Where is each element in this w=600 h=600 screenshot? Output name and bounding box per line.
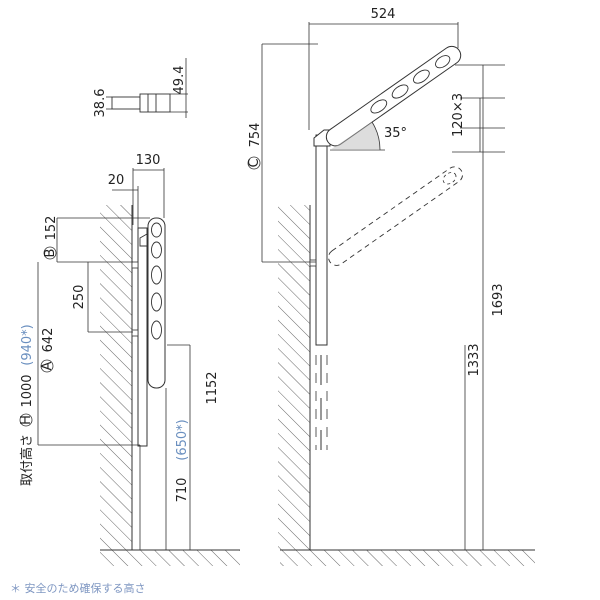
dim-height-710-safe: (650*) bbox=[175, 419, 190, 460]
right-floor bbox=[280, 549, 535, 566]
dim-angle: 35° bbox=[384, 126, 407, 141]
angle-indicator bbox=[330, 121, 385, 151]
dim-pitch: 120×3 bbox=[451, 93, 466, 137]
right-dimension-lines bbox=[261, 22, 505, 550]
dim-h-safe: (940*) bbox=[20, 324, 35, 365]
footnote-mark: ＊ bbox=[10, 582, 21, 595]
left-pole bbox=[131, 227, 148, 447]
dim-a-value: 642 bbox=[41, 328, 56, 353]
footnote-text: 安全のため確保する高さ bbox=[24, 582, 146, 595]
dim-mount-label: 取付高さ bbox=[19, 434, 35, 486]
dim-height-710: 710 bbox=[175, 478, 190, 503]
safety-footnote: ＊ 安全のため確保する高さ bbox=[10, 580, 146, 596]
dim-height-1693: 1693 bbox=[491, 283, 506, 316]
dim-c: C 754 bbox=[247, 123, 263, 170]
left-wall bbox=[100, 205, 133, 550]
dim-c-value: 754 bbox=[248, 123, 263, 148]
left-folded-arm bbox=[139, 217, 166, 389]
dim-bracket-depth: 130 bbox=[136, 153, 161, 168]
dim-h-label: H bbox=[19, 415, 34, 425]
dim-height-1152: 1152 bbox=[205, 371, 220, 404]
dim-b: B 152 bbox=[43, 216, 59, 260]
extended-arm bbox=[325, 45, 462, 147]
dim-c-label: C bbox=[247, 158, 262, 167]
dim-a-label: A bbox=[40, 361, 55, 370]
right-wall bbox=[278, 205, 311, 550]
left-floor bbox=[100, 549, 240, 566]
dim-h-value: 1000 bbox=[20, 374, 35, 407]
dim-arm-gap: 250 bbox=[72, 285, 87, 310]
dim-b-label: B bbox=[43, 249, 58, 258]
dim-clip-width: 49.4 bbox=[172, 66, 187, 95]
dim-clip-height: 38.6 bbox=[93, 89, 108, 118]
dim-top-width: 524 bbox=[371, 7, 396, 22]
dim-height-1333: 1333 bbox=[467, 343, 482, 376]
dim-h: 取付高さ H 1000 (940*) bbox=[19, 324, 35, 486]
dim-b-value: 152 bbox=[44, 216, 59, 241]
left-dimension-lines bbox=[37, 168, 191, 550]
dashed-arm bbox=[328, 166, 463, 266]
right-pole bbox=[309, 129, 331, 450]
clip-detail bbox=[106, 58, 188, 118]
dim-710: 710 (650*) bbox=[175, 419, 190, 502]
dim-a: A 642 bbox=[40, 328, 56, 373]
dim-bracket-offset: 20 bbox=[108, 173, 125, 188]
